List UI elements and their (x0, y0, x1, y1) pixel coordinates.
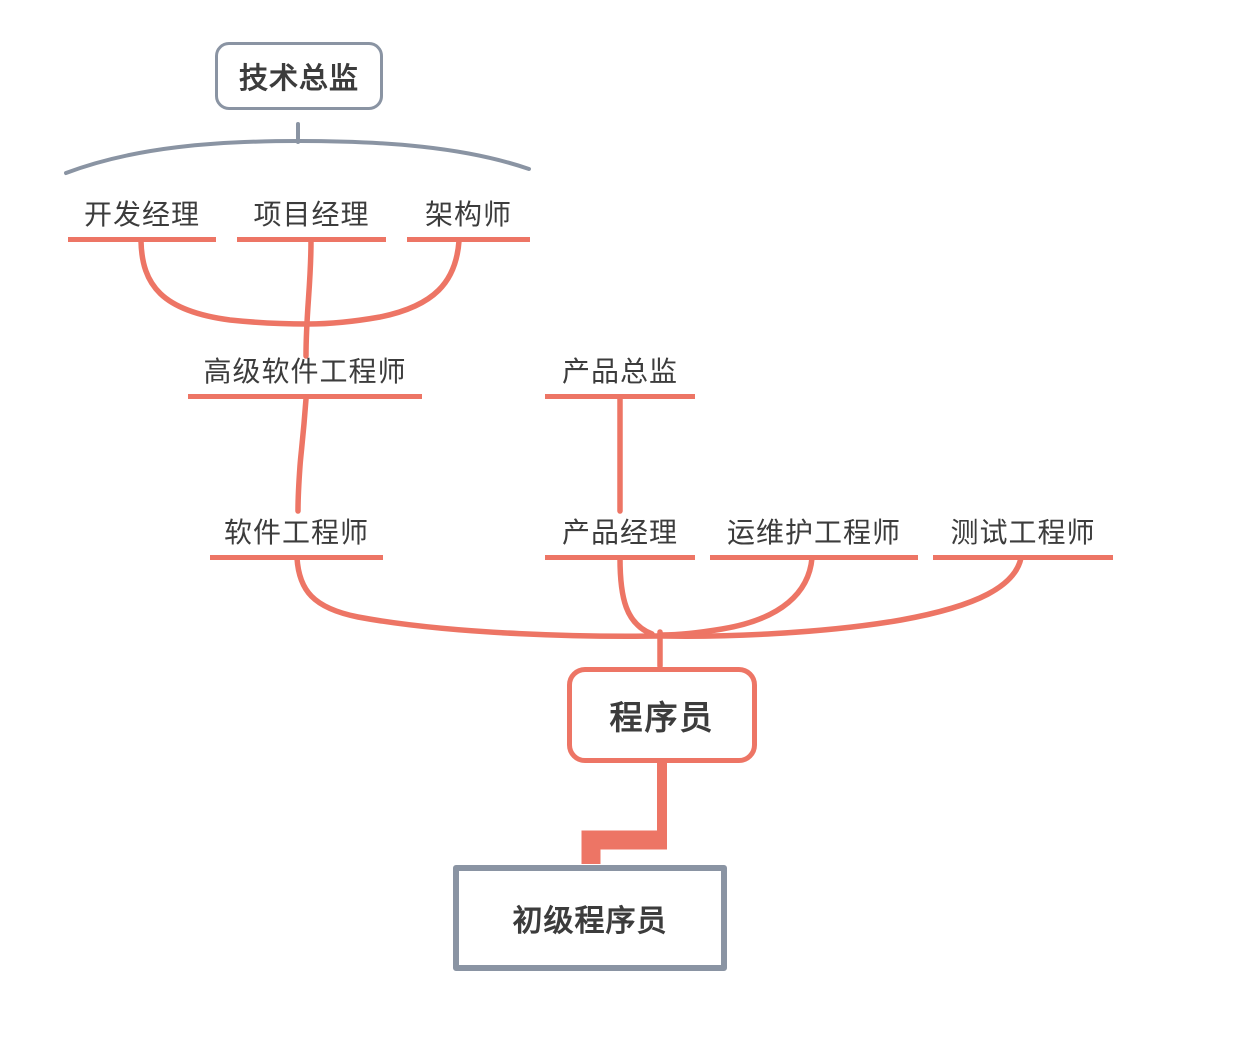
edge-ops-programmer (659, 555, 815, 638)
node-test-engineer[interactable]: 测试工程师 (933, 516, 1113, 560)
edge-root-brace (64, 138, 531, 175)
edge-programmer-junior-elbow (581, 830, 667, 864)
edge-architect-senior (305, 238, 462, 327)
node-junior-programmer-label: 初级程序员 (512, 905, 668, 938)
edge-devmanager-senior (138, 238, 310, 327)
node-junior-programmer[interactable]: 初级程序员 (453, 865, 727, 971)
edge-software-programmer (294, 555, 662, 639)
edge-senior-software (295, 396, 309, 514)
edge-projectmanager-senior (303, 238, 314, 359)
node-architect[interactable]: 架构师 (407, 198, 530, 242)
node-tech-director-label: 技术总监 (238, 63, 359, 95)
node-ops-engineer[interactable]: 运维护工程师 (710, 516, 918, 560)
node-software-engineer[interactable]: 软件工程师 (210, 516, 383, 560)
node-programmer-label: 程序员 (609, 699, 715, 736)
edge-productmanager-programmer (617, 555, 655, 637)
node-product-director[interactable]: 产品总监 (545, 355, 695, 399)
edge-test-programmer (660, 555, 1024, 639)
node-dev-manager[interactable]: 开发经理 (68, 198, 216, 242)
node-project-manager[interactable]: 项目经理 (237, 198, 386, 242)
node-programmer[interactable]: 程序员 (567, 667, 757, 763)
node-product-manager[interactable]: 产品经理 (545, 516, 695, 560)
node-tech-director[interactable]: 技术总监 (215, 42, 383, 110)
node-senior-software-engineer[interactable]: 高级软件工程师 (188, 355, 422, 399)
